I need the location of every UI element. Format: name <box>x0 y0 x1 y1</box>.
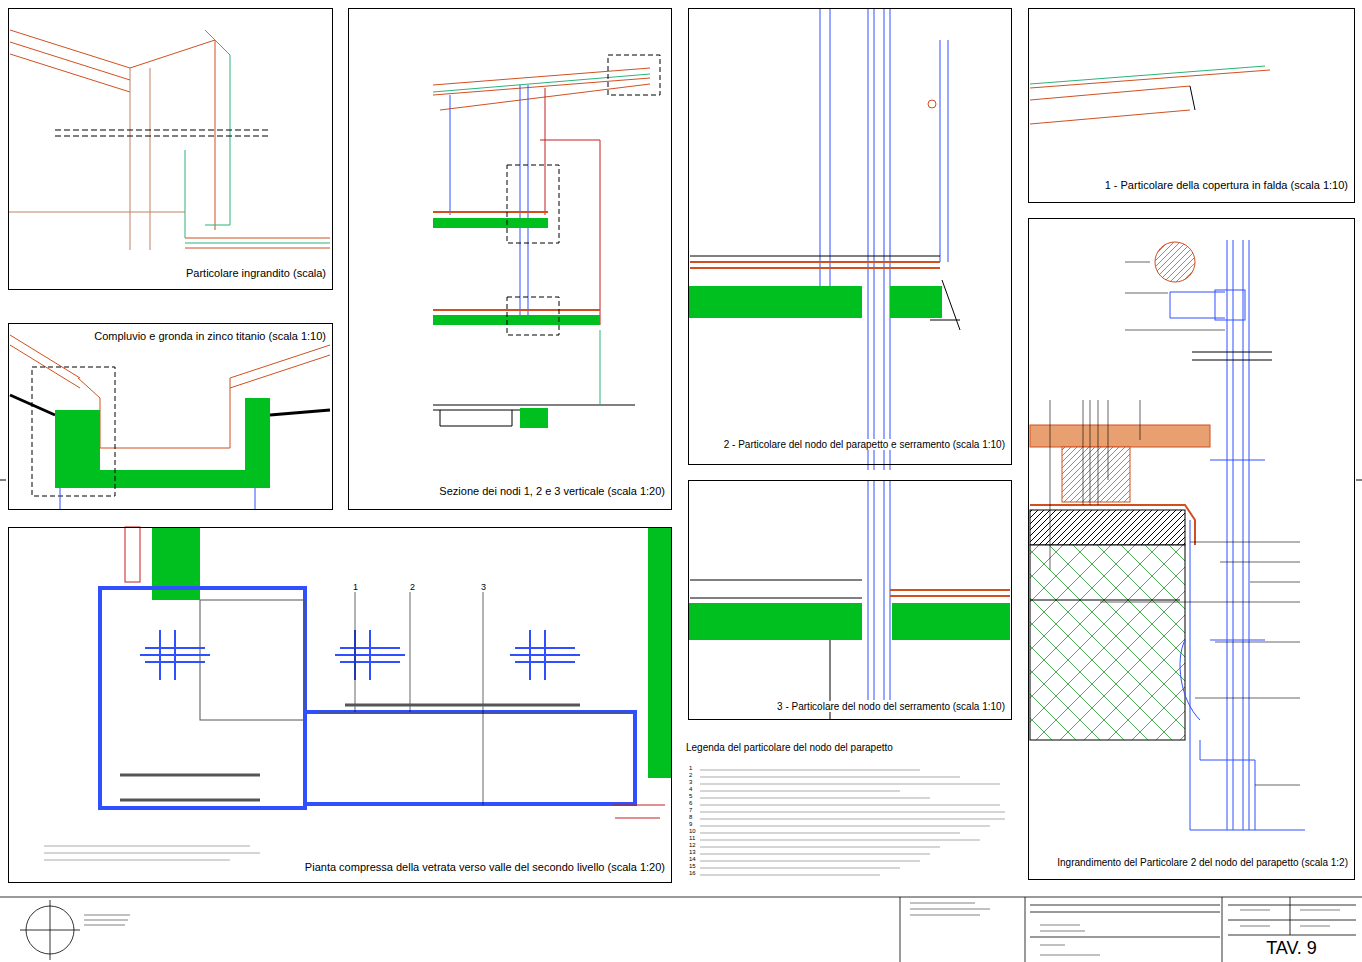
panel-caption: Compluvio e gronda in zinco titanio (sca… <box>92 330 328 342</box>
panel-caption: Sezione dei nodi 1, 2 e 3 verticale (sca… <box>437 485 667 497</box>
callout-number: 3 <box>688 779 693 785</box>
callout-number: 9 <box>688 821 693 827</box>
drawing-panel: Particolare ingrandito (scala) <box>8 8 333 290</box>
drawing-panel: 2 - Particolare del nodo del parapetto e… <box>688 8 1012 465</box>
panel-caption: Ingrandimento del Particolare 2 del nodo… <box>1055 857 1350 868</box>
panel-caption: 1 - Particolare della copertura in falda… <box>1103 179 1350 191</box>
callout-number: 6 <box>688 800 693 806</box>
callout-number: 2 <box>409 582 416 592</box>
callout-number: 4 <box>688 786 693 792</box>
sheet-number: TAV. 9 <box>1264 938 1319 959</box>
panel-caption: 3 - Particolare del nodo del serramento … <box>775 701 1007 712</box>
drawing-panel: 1 - Particolare della copertura in falda… <box>1028 8 1355 203</box>
callout-number: 5 <box>688 793 693 799</box>
callout-number: 7 <box>688 807 693 813</box>
callout-number: 14 <box>688 856 697 862</box>
callout-number: 1 <box>688 765 693 771</box>
callout-number: 8 <box>688 814 693 820</box>
callout-number: 12 <box>688 842 697 848</box>
panel-caption: Particolare ingrandito (scala) <box>184 267 328 279</box>
drawing-panel: Sezione dei nodi 1, 2 e 3 verticale (sca… <box>348 8 672 510</box>
callout-number: 1 <box>352 582 359 592</box>
panel-caption: Pianta compressa della vetrata verso val… <box>303 861 667 873</box>
callout-number: 16 <box>688 870 697 876</box>
drawing-panel: Compluvio e gronda in zinco titanio (sca… <box>8 323 333 510</box>
sheet-number-box: TAV. 9 <box>1228 935 1355 961</box>
callout-number: 10 <box>688 828 697 834</box>
callout-number: 15 <box>688 863 697 869</box>
callout-number: 13 <box>688 849 697 855</box>
drawing-panel: Ingrandimento del Particolare 2 del nodo… <box>1028 218 1355 880</box>
callout-number: 2 <box>688 772 693 778</box>
callout-number: 3 <box>480 582 487 592</box>
panel-caption: 2 - Particolare del nodo del parapetto e… <box>722 439 1007 450</box>
legend-heading: Legenda del particolare del nodo del par… <box>685 743 894 753</box>
callout-number: 11 <box>688 835 696 841</box>
drawing-panel: Pianta compressa della vetrata verso val… <box>8 527 672 883</box>
drawing-panel: 3 - Particolare del nodo del serramento … <box>688 480 1012 720</box>
